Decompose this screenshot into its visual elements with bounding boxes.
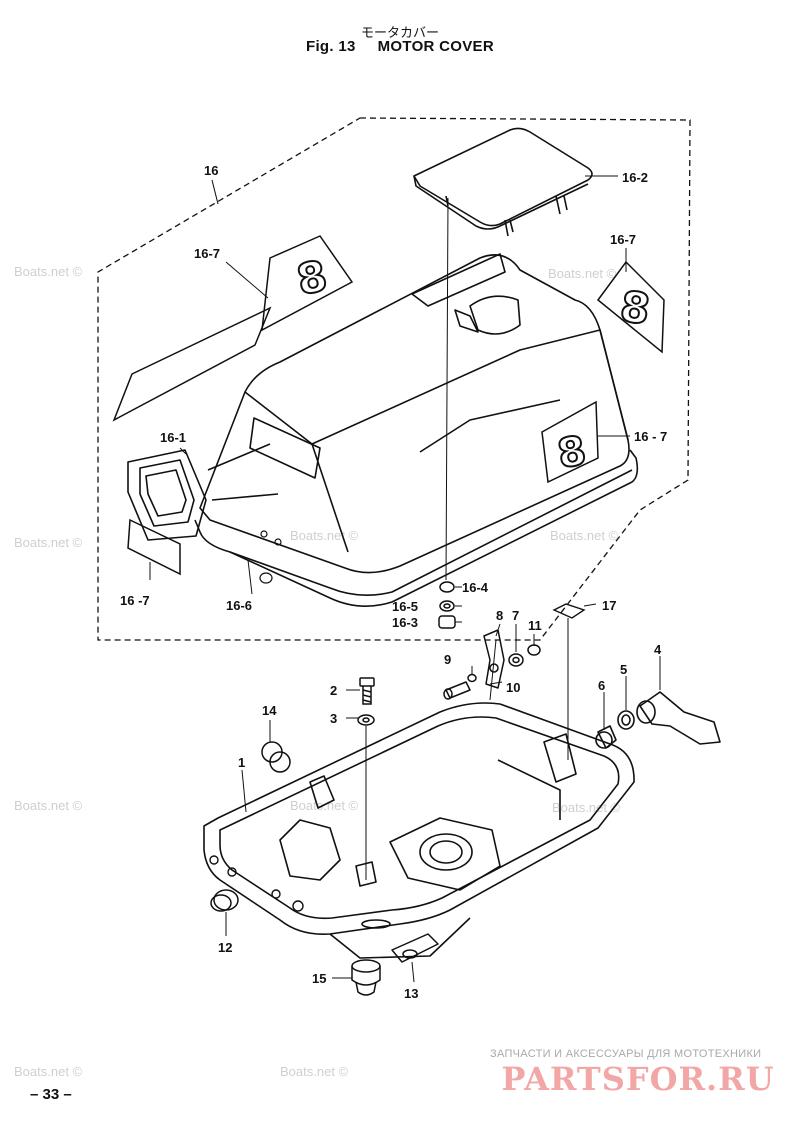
label-3: 3 — [330, 711, 337, 726]
cowl-front-holes — [209, 855, 304, 912]
decal-number-top-right: 8 — [617, 282, 653, 335]
label-8: 8 — [496, 608, 503, 623]
decal-top-right — [596, 260, 665, 354]
watermark: Boats.net © — [14, 798, 83, 813]
label-16-1: 16-1 — [160, 430, 186, 445]
grommet-14 — [261, 741, 291, 773]
watermark: Boats.net © — [14, 535, 83, 550]
footer-caption: ЗАПЧАСТИ И АКСЕССУАРЫ ДЛЯ МОТОТЕХНИКИ — [490, 1048, 762, 1060]
watermark: Boats.net © — [280, 1064, 349, 1079]
decal-number-top-left: 8 — [293, 251, 332, 305]
cover-holes — [259, 530, 282, 584]
label-16-2: 16-2 — [622, 170, 648, 185]
label-16-7: 16 - 7 — [634, 429, 667, 444]
assembly-boundary-16 — [97, 117, 691, 641]
grommet-16-1 — [127, 449, 207, 541]
watermarks: Boats.net © Boats.net © Boats.net © Boat… — [14, 264, 621, 1079]
label-6: 6 — [598, 678, 605, 693]
label-14: 14 — [262, 703, 277, 718]
decal-side-strip — [112, 306, 272, 422]
label-16-5: 16-5 — [392, 599, 418, 614]
decal-cover-side — [541, 400, 599, 484]
top-cover — [194, 253, 639, 607]
label-16-7: 16 -7 — [120, 593, 150, 608]
label-16-6: 16-6 — [226, 598, 252, 613]
decal-bottom — [127, 518, 181, 576]
page-number: – 33 – — [30, 1086, 72, 1103]
figure-name: MOTOR COVER — [377, 38, 494, 55]
label-16-3: 16-3 — [392, 615, 418, 630]
grommet-13 — [391, 933, 439, 963]
label-1: 1 — [238, 755, 245, 770]
part-17-plate — [552, 603, 586, 619]
label-16-7: 16-7 — [610, 232, 636, 247]
watermark: Boats.net © — [548, 266, 617, 281]
decal-top-left — [261, 235, 354, 332]
figure-number: Fig. 13 — [306, 38, 356, 55]
cover-hardware — [438, 581, 456, 629]
label-11: 11 — [528, 618, 542, 633]
label-9: 9 — [444, 652, 451, 667]
decal-numbers: 8 8 8 — [292, 250, 654, 479]
label-17: 17 — [602, 598, 616, 613]
label-5: 5 — [620, 662, 627, 677]
label-2: 2 — [330, 683, 337, 698]
label-4: 4 — [654, 642, 662, 657]
decal-number-cover-side: 8 — [554, 428, 589, 478]
label-12: 12 — [218, 940, 232, 955]
figure-title: Fig. 13 MOTOR COVER — [0, 38, 800, 55]
watermark: Boats.net © — [14, 264, 83, 279]
label-7: 7 — [512, 608, 519, 623]
label-16: 16 — [204, 163, 218, 178]
plug-15 — [351, 959, 381, 996]
label-16-7: 16-7 — [194, 246, 220, 261]
label-15: 15 — [312, 971, 326, 986]
plug-12 — [210, 889, 239, 912]
decals-16-7 — [112, 235, 665, 576]
bolt-washer — [357, 677, 375, 726]
hatch-cover-16-2 — [413, 127, 593, 237]
watermark: Boats.net © — [14, 1064, 83, 1079]
label-10: 10 — [506, 680, 520, 695]
part-labels: 16 16-2 16-7 16-7 16 - 7 16-1 16 -7 16-6… — [120, 163, 667, 1001]
label-13: 13 — [404, 986, 418, 1001]
bottom-cowl — [203, 702, 635, 959]
footer-logo: PARTSFOR.RU — [501, 1060, 775, 1098]
label-16-4: 16-4 — [462, 580, 489, 595]
title-japanese: モータカバー — [360, 26, 439, 41]
lock-lever-parts — [595, 691, 721, 749]
watermark: Boats.net © — [290, 528, 359, 543]
leader-lines — [149, 175, 661, 983]
watermark: Boats.net © — [550, 528, 619, 543]
